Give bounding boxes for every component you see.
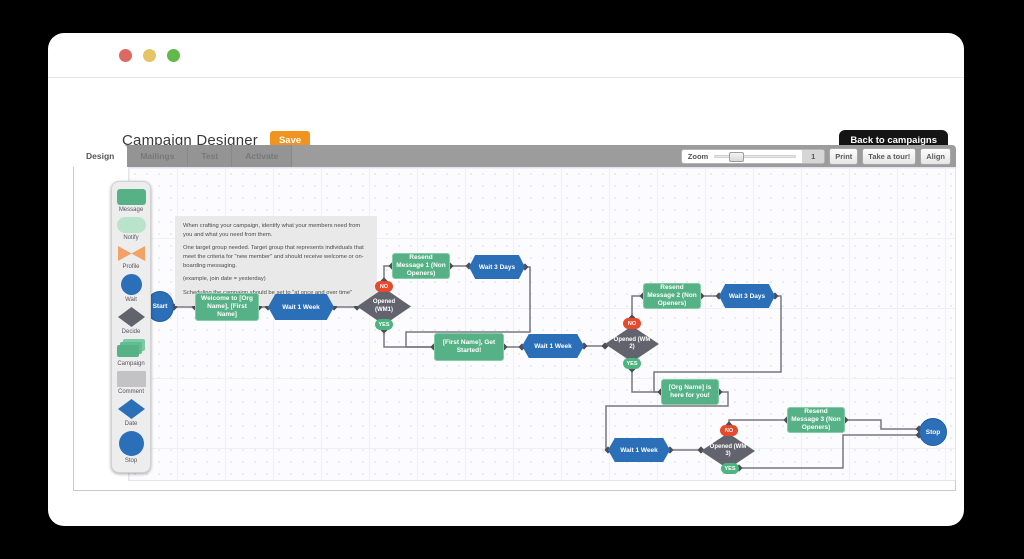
flow-node-wait-1-week-1[interactable]: Wait 1 Week [268,294,334,320]
decide-diamond-icon [117,307,145,327]
flow-node-wait-3-days-1[interactable]: Wait 3 Days [469,255,525,279]
shape-palette: Message Notify Profile Wait Decide [111,181,151,473]
canvas-toolbar: Zoom 1 Print Take a tour! Align [680,145,956,167]
flow-node-resend-message-2[interactable]: Resend Message 2 (Non Openers) [643,283,701,309]
maximize-window-icon[interactable] [167,49,180,62]
tab-design[interactable]: Design [73,145,128,167]
decision-no-badge: NO [720,425,738,436]
comment-paragraph: One target group needed. Target group th… [183,245,364,269]
palette-item-label: Notify [123,235,139,241]
palette-item-comment[interactable]: Comment [116,371,146,395]
flow-node-get-started-message[interactable]: [First Name], Get Started! [434,333,504,361]
notify-shape-icon [116,217,146,233]
palette-item-stop[interactable]: Stop [118,431,144,464]
decision-no-badge: NO [623,318,641,329]
palette-item-label: Profile [122,264,140,270]
tab-bar: Design Mailings Test Activate Zoom 1 Pri… [73,145,956,167]
palette-item-label: Comment [117,389,144,395]
palette-item-wait[interactable]: Wait [120,274,142,303]
palette-item-notify[interactable]: Notify [116,217,146,241]
date-diamond-icon [117,399,145,419]
comment-paragraph: When crafting your campaign, identify wh… [183,223,361,238]
palette-item-campaign[interactable]: Campaign [116,339,146,367]
align-button[interactable]: Align [920,147,951,165]
comment-shape-icon [116,371,146,387]
comment-node[interactable]: When crafting your campaign, identify wh… [175,216,377,306]
zoom-value: 1 [802,149,825,163]
decision-no-badge: NO [375,281,393,292]
palette-item-label: Message [118,207,144,213]
palette-item-label: Wait [125,297,137,303]
palette-item-message[interactable]: Message [116,189,146,213]
zoom-slider[interactable] [714,151,797,162]
zoom-widget: Zoom 1 [680,148,826,164]
tab-activate[interactable]: Activate [232,145,293,167]
palette-item-label: Decide [121,329,141,335]
comment-paragraph: (example, join date = yesterday) [183,276,266,283]
profile-bowtie-icon [117,246,145,261]
flow-node-resend-message-3[interactable]: Resend Message 3 (Non Openers) [787,407,845,433]
flow-node-stop[interactable]: Stop [919,418,947,446]
zoom-slider-thumb[interactable] [729,151,745,162]
flow-node-wait-1-week-3[interactable]: Wait 1 Week [608,438,670,462]
palette-item-decide[interactable]: Decide [117,307,145,335]
designer-area: When crafting your campaign, identify wh… [73,167,956,491]
stop-circle-icon [118,431,144,456]
decision-yes-badge: YES [623,358,641,369]
flow-node-wait-1-week-2[interactable]: Wait 1 Week [522,334,584,358]
palette-item-profile[interactable]: Profile [117,245,146,270]
minimize-window-icon[interactable] [143,49,156,62]
decision-yes-badge: YES [721,463,739,474]
flow-node-resend-message-1[interactable]: Resend Message 1 (Non Openers) [392,253,450,279]
save-button[interactable]: Save [269,130,311,150]
browser-titlebar [48,33,964,78]
decision-yes-badge: YES [375,319,393,330]
flow-node-org-here-message[interactable]: [Org Name] is here for you! [661,379,719,405]
comment-paragraph: Scheduling the campaign should be set to… [183,290,353,297]
app-window: Campaign Designer Save Back to campaigns… [48,33,964,526]
close-window-icon[interactable] [119,49,132,62]
flow-node-wait-3-days-2[interactable]: Wait 3 Days [719,284,775,308]
flow-node-welcome-message[interactable]: Welcome to [Org Name], [First Name] [195,293,259,321]
flow-connectors [170,262,923,472]
print-button[interactable]: Print [829,147,859,165]
campaign-stack-icon [117,339,145,357]
palette-item-label: Date [124,421,138,427]
palette-item-label: Campaign [117,361,145,367]
wait-circle-icon [120,274,142,295]
take-a-tour-button[interactable]: Take a tour! [862,147,917,165]
tab-mailings[interactable]: Mailings [127,145,189,167]
flow-canvas[interactable]: When crafting your campaign, identify wh… [128,167,956,481]
message-shape-icon [116,189,146,205]
page-title: Campaign Designer [122,131,258,149]
palette-item-date[interactable]: Date [117,399,145,427]
zoom-label: Zoom [687,151,709,161]
tab-test[interactable]: Test [188,145,233,167]
palette-item-label: Stop [124,458,138,464]
